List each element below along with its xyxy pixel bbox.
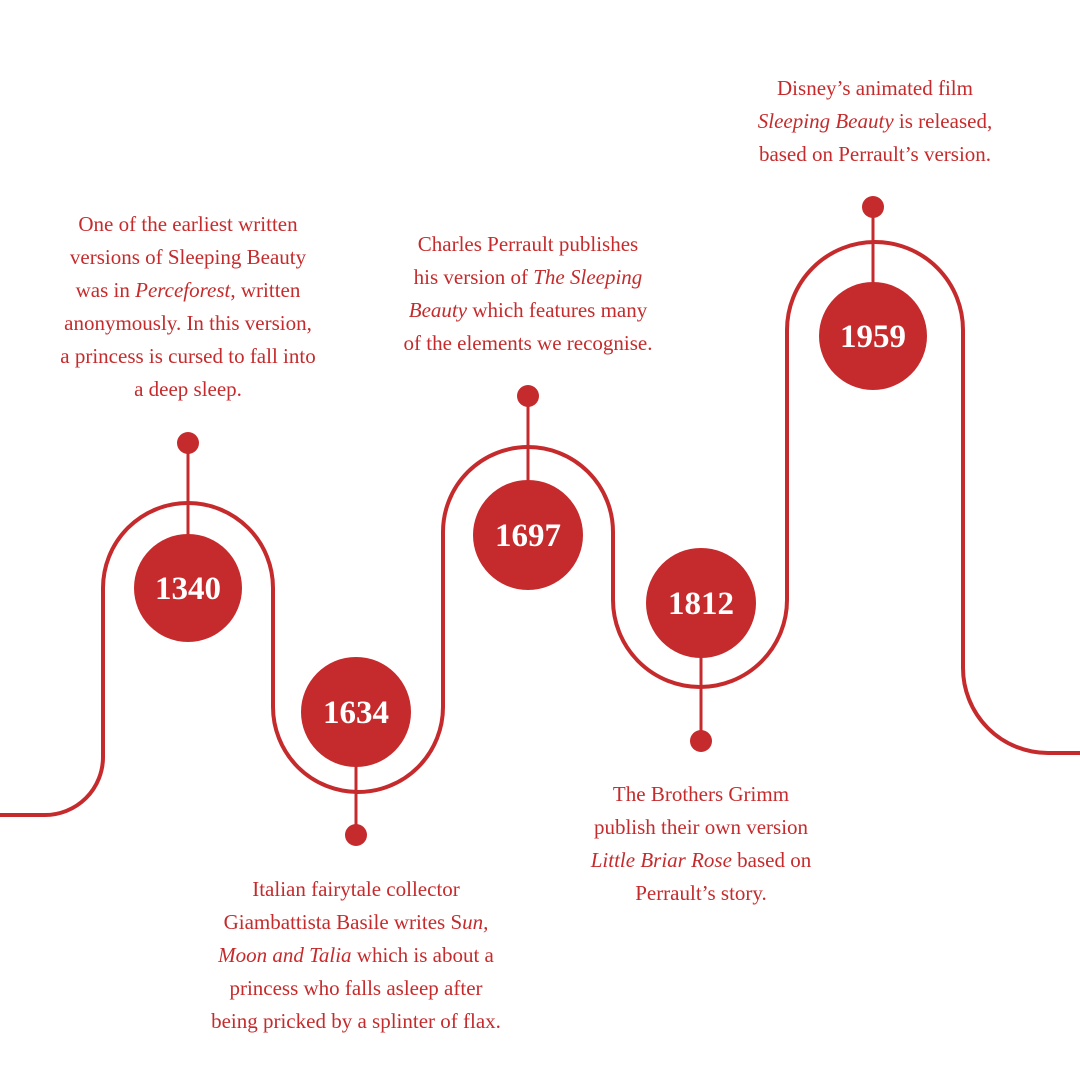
connector-dot (862, 196, 884, 218)
description-line: Sleeping Beauty is released, (730, 105, 1020, 138)
year-label: 1634 (323, 695, 389, 731)
description-line: anonymously. In this version, (40, 307, 336, 340)
description-line: publish their own version (560, 811, 842, 844)
description-line: Little Briar Rose based on (560, 844, 842, 877)
italic-title: Perceforest (135, 278, 231, 302)
description-text: based on Perrault’s version. (758, 142, 992, 166)
description-text: Charles Perrault publishes (417, 232, 639, 256)
description-line: Italian fairytale collector (180, 873, 532, 906)
description-text: a princess is cursed to fall into (60, 344, 316, 368)
description-line: of the elements we recognise. (382, 327, 674, 360)
description-line: Giambattista Basile writes Sun, (180, 906, 532, 939)
description-line: One of the earliest written (40, 208, 336, 241)
description-text: being pricked by a splinter of flax. (211, 1009, 501, 1033)
event-description: The Brothers Grimm publish their own vers… (560, 778, 842, 910)
italic-title: The Sleeping (533, 265, 643, 289)
description-text: The Brothers Grimm (612, 782, 790, 806)
description-line: based on Perrault’s version. (730, 138, 1020, 171)
description-line: was in Perceforest, written (40, 274, 336, 307)
description-line: The Brothers Grimm (560, 778, 842, 811)
timeline-event-1340: 1340 (134, 432, 242, 642)
description-text: versions of Sleeping Beauty (69, 245, 307, 269)
description-text: Disney’s animated film (777, 76, 973, 100)
description-line: Moon and Talia which is about a (180, 939, 532, 972)
description-text: Giambattista Basile writes S (223, 910, 463, 934)
timeline-path (0, 240, 1080, 817)
description-line: Charles Perrault publishes (382, 228, 674, 261)
year-circle (301, 657, 411, 767)
event-description: One of the earliest written versions of S… (40, 208, 336, 406)
connector-dot (517, 385, 539, 407)
description-text: of the elements we recognise. (403, 331, 653, 355)
description-text: is released, (893, 109, 993, 133)
description-line: versions of Sleeping Beauty (40, 241, 336, 274)
year-circle (819, 282, 927, 390)
description-text: Italian fairytale collector (252, 877, 460, 901)
description-line: a deep sleep. (40, 373, 336, 406)
description-text: a deep sleep. (134, 377, 242, 401)
description-line: princess who falls asleep after (180, 972, 532, 1005)
year-label: 1697 (495, 518, 561, 554)
description-text: anonymously. In this version, (64, 311, 312, 335)
italic-title: Sleeping Beauty (757, 109, 894, 133)
description-line: Disney’s animated film (730, 72, 1020, 105)
event-description: Charles Perrault publishes his version of… (382, 228, 674, 360)
year-circle (646, 548, 756, 658)
timeline-event-1634: 1634 (301, 657, 411, 846)
year-circle (134, 534, 242, 642)
year-circle (473, 480, 583, 590)
timeline-event-1812: 1812 (646, 548, 756, 752)
description-line: Beauty which features many (382, 294, 674, 327)
timeline-event-1697: 1697 (473, 385, 583, 590)
description-line: his version of The Sleeping (382, 261, 674, 294)
year-label: 1340 (155, 571, 221, 607)
connector-dot (177, 432, 199, 454)
description-text: which features many (467, 298, 648, 322)
italic-title: Beauty (408, 298, 468, 322)
description-text: based on (731, 848, 812, 872)
description-text: Perrault’s story. (635, 881, 767, 905)
timeline-event-1959: 1959 (819, 196, 927, 390)
connector-dot (690, 730, 712, 752)
year-label: 1959 (840, 319, 906, 355)
description-text: which is about a (351, 943, 494, 967)
description-line: being pricked by a splinter of flax. (180, 1005, 532, 1038)
year-label: 1812 (668, 586, 734, 622)
description-text: his version of (413, 265, 534, 289)
description-line: Perrault’s story. (560, 877, 842, 910)
italic-title: Moon and Talia (218, 943, 352, 967)
description-text: princess who falls asleep after (229, 976, 483, 1000)
connector-dot (345, 824, 367, 846)
description-line: a princess is cursed to fall into (40, 340, 336, 373)
description-text: was in (75, 278, 136, 302)
description-text: publish their own version (593, 815, 809, 839)
description-text: , written (230, 278, 301, 302)
italic-title: un, (462, 910, 489, 934)
description-text: One of the earliest written (78, 212, 298, 236)
italic-title: Little Briar Rose (590, 848, 732, 872)
